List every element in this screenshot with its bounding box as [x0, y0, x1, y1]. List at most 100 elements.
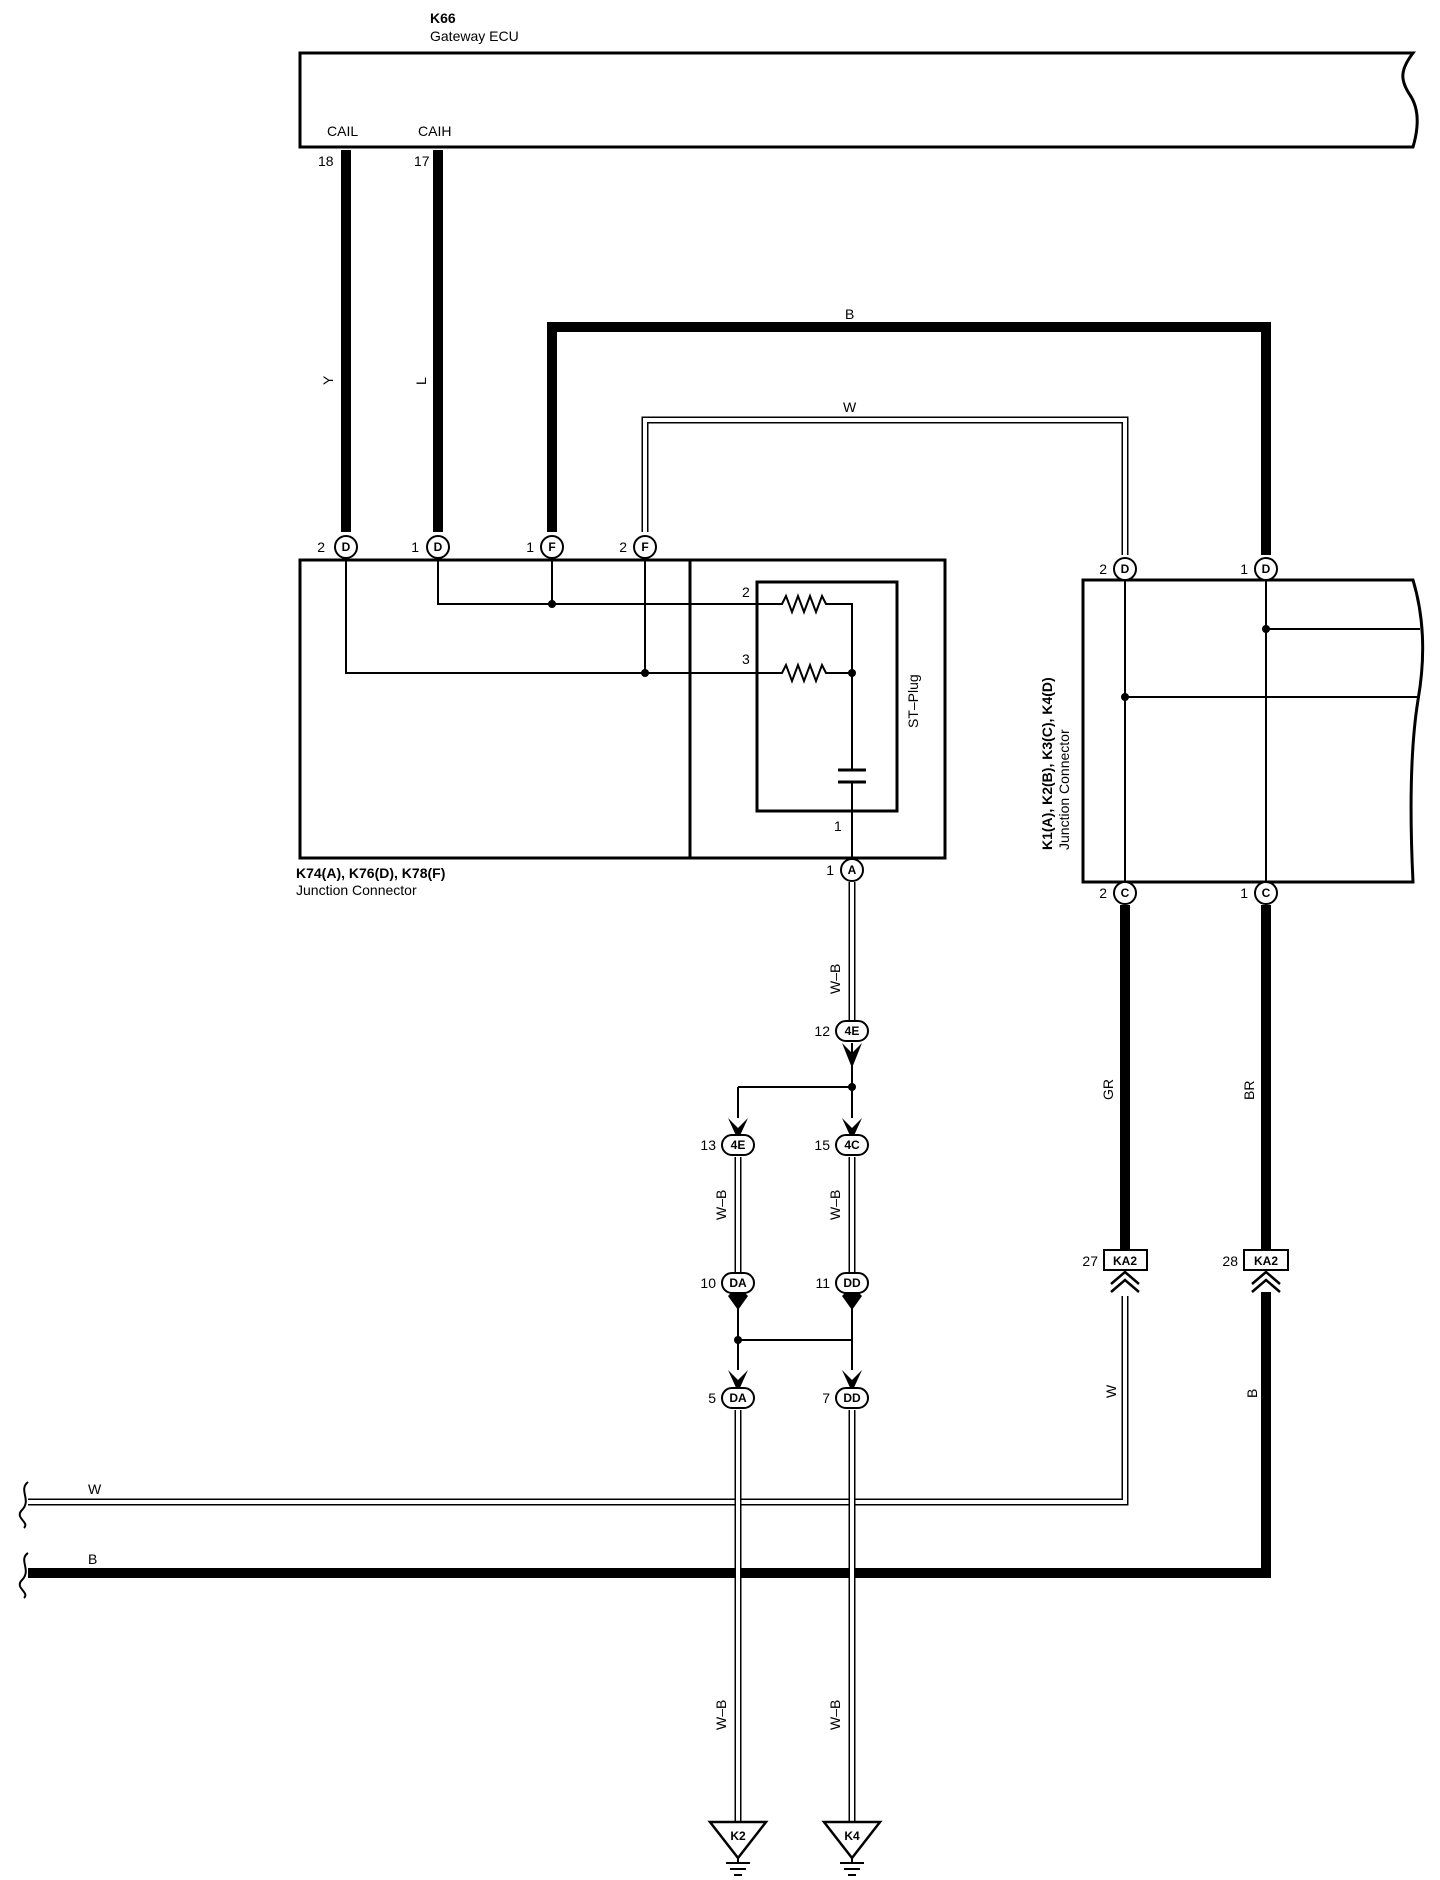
- svg-text:D: D: [434, 540, 443, 554]
- svg-text:F: F: [548, 540, 555, 554]
- ka2-connector-28: KA2 28: [1222, 1249, 1289, 1293]
- ground-chain: 4E 12 4E 13 4C 15 DA 10 DD 11 DA 5: [700, 882, 883, 1876]
- bus-label-b: B: [88, 1551, 97, 1567]
- pin-2d-right: D 2: [1099, 557, 1137, 581]
- wire-label-wb-1: W–B: [827, 964, 843, 994]
- svg-text:C: C: [1121, 886, 1130, 900]
- junction-right-name: Junction Connector: [1056, 729, 1072, 850]
- gateway-ecu-block: K66 Gateway ECU CAIL CAIH 18 17: [298, 10, 1419, 169]
- svg-text:DD: DD: [843, 1276, 861, 1290]
- gateway-ecu-name: Gateway ECU: [430, 28, 519, 44]
- svg-text:28: 28: [1222, 1253, 1238, 1269]
- resistor-1: [774, 593, 853, 673]
- bus-w: [28, 1296, 1129, 1506]
- svg-text:15: 15: [814, 1137, 830, 1153]
- st-plug-pin-3: 3: [742, 651, 750, 667]
- junction-right-id: K1(A), K2(B), K3(C), K4(D): [1039, 677, 1055, 850]
- svg-text:KA2: KA2: [1113, 1254, 1137, 1268]
- svg-text:A: A: [848, 863, 857, 877]
- pin-number-17: 17: [414, 153, 430, 169]
- svg-text:K2: K2: [730, 1829, 746, 1843]
- ground-symbol-k4: K4: [821, 1820, 883, 1876]
- svg-text:4C: 4C: [844, 1138, 860, 1152]
- junction-left-name: Junction Connector: [296, 882, 417, 898]
- svg-text:D: D: [342, 540, 351, 554]
- connector-dd-7: DD 7: [822, 1387, 869, 1409]
- junction-left-id: K74(A), K76(D), K78(F): [296, 865, 445, 881]
- svg-text:4E: 4E: [731, 1138, 746, 1152]
- pin-1d-right: D 1: [1240, 557, 1278, 581]
- svg-text:12: 12: [814, 1023, 830, 1039]
- ka2-connector-27: KA2 27: [1082, 1249, 1148, 1293]
- wire-label-wb-3: W–B: [827, 1190, 843, 1220]
- bus-lines: W B: [18, 1292, 1271, 1599]
- wire-label-ka2-b: B: [1244, 1389, 1260, 1398]
- svg-text:C: C: [1262, 886, 1271, 900]
- connector-4c-15: 4C 15: [814, 1134, 869, 1156]
- connector-da-5: DA 5: [708, 1387, 755, 1409]
- junction-connector-left: D 2 D 1 F 1 F 2 ST–Plug 2 3: [296, 535, 947, 898]
- wire-label-wb-5: W–B: [827, 1700, 843, 1730]
- wire-label-wb-4: W–B: [713, 1700, 729, 1730]
- pin-1d-left: D 1: [411, 535, 450, 559]
- svg-text:27: 27: [1082, 1253, 1098, 1269]
- wire-label-br: BR: [1241, 1081, 1257, 1100]
- resistor-2: [774, 662, 852, 684]
- svg-text:7: 7: [822, 1390, 830, 1406]
- connector-4e-12: 4E 12: [814, 1020, 869, 1042]
- svg-text:10: 10: [700, 1275, 716, 1291]
- wire-label-gr: GR: [1100, 1079, 1116, 1100]
- st-plug: ST–Plug 2 3 1: [742, 580, 921, 858]
- pin-name-caih: CAIH: [418, 123, 451, 139]
- svg-text:D: D: [1121, 562, 1130, 576]
- wire-label-y: Y: [320, 375, 336, 385]
- svg-text:D: D: [1262, 562, 1271, 576]
- svg-text:KA2: KA2: [1254, 1254, 1278, 1268]
- svg-text:1: 1: [826, 862, 834, 878]
- svg-text:2: 2: [317, 539, 325, 555]
- pin-name-cail: CAIL: [327, 123, 358, 139]
- connector-da-10: DA 10: [700, 1272, 755, 1294]
- pin-2d-left: D 2: [317, 535, 358, 559]
- svg-text:13: 13: [700, 1137, 716, 1153]
- svg-text:1: 1: [1240, 885, 1248, 901]
- right-wires: GR BR KA2 27 KA2 28 W B: [1082, 905, 1289, 1398]
- st-plug-pin-1: 1: [834, 818, 842, 834]
- svg-text:2: 2: [1099, 561, 1107, 577]
- pin-1a-left: A 1: [826, 858, 864, 882]
- bridge-wires: B W: [547, 306, 1271, 555]
- svg-text:4E: 4E: [845, 1024, 860, 1038]
- connector-4e-13: 4E 13: [700, 1134, 755, 1156]
- wire-w-bridge: [641, 416, 1129, 555]
- svg-text:2: 2: [1099, 885, 1107, 901]
- wire-label-w-bridge: W: [843, 399, 857, 415]
- ecu-wires: Y L: [320, 150, 443, 532]
- connector-dd-11: DD 11: [815, 1272, 869, 1294]
- wire-label-ka2-w: W: [1103, 1384, 1119, 1398]
- bus-b: [28, 1292, 1271, 1578]
- pin-1f-left: F 1: [526, 535, 564, 559]
- svg-text:K4: K4: [844, 1829, 860, 1843]
- svg-text:F: F: [641, 540, 648, 554]
- gateway-ecu-id: K66: [430, 10, 456, 26]
- wire-label-l: L: [413, 377, 429, 385]
- svg-text:DD: DD: [843, 1391, 861, 1405]
- svg-text:DA: DA: [729, 1276, 747, 1290]
- ground-symbol-k2: K2: [707, 1820, 769, 1876]
- svg-text:1: 1: [1240, 561, 1248, 577]
- svg-text:1: 1: [411, 539, 419, 555]
- pin-2c-right: C 2: [1099, 881, 1137, 905]
- svg-text:11: 11: [815, 1275, 830, 1291]
- junction-connector-right: D 2 D 1 C 2 C 1 K1(A), K2(B), K3(C), K4(…: [1039, 557, 1425, 905]
- pin-1c-right: C 1: [1240, 881, 1278, 905]
- pin-number-18: 18: [318, 153, 334, 169]
- svg-text:5: 5: [708, 1390, 716, 1406]
- st-plug-pin-2: 2: [742, 584, 750, 600]
- bus-label-w: W: [88, 1481, 102, 1497]
- svg-text:1: 1: [526, 539, 534, 555]
- svg-text:2: 2: [619, 539, 627, 555]
- wire-b-bridge: [547, 322, 1271, 555]
- wire-label-wb-2: W–B: [713, 1190, 729, 1220]
- svg-text:DA: DA: [729, 1391, 747, 1405]
